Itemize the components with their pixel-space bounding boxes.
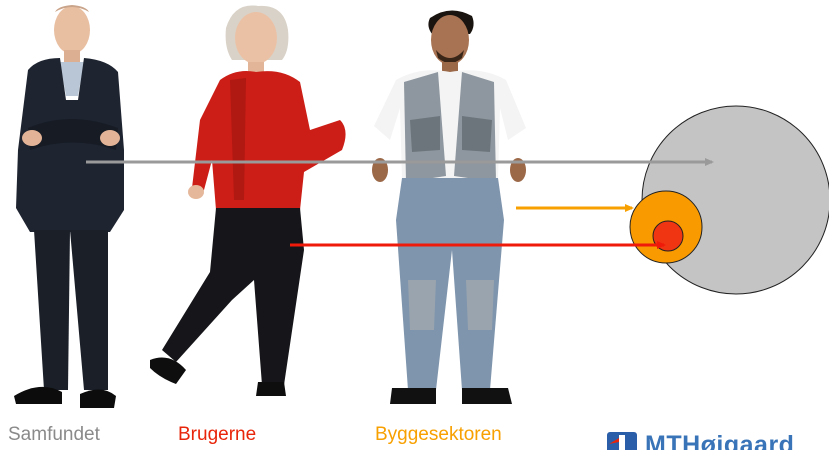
logo-mark-icon [605, 430, 639, 450]
person-byggesektoren [372, 10, 526, 404]
company-logo: MTHøjgaard [605, 430, 829, 450]
person-samfundet [14, 5, 124, 408]
logo-text: MTHøjgaard [645, 430, 794, 450]
person-brugerne [150, 5, 346, 396]
label-byggesektoren: Byggesektoren [375, 424, 502, 446]
label-brugerne: Brugerne [178, 424, 256, 446]
label-samfundet: Samfundet [8, 424, 100, 446]
